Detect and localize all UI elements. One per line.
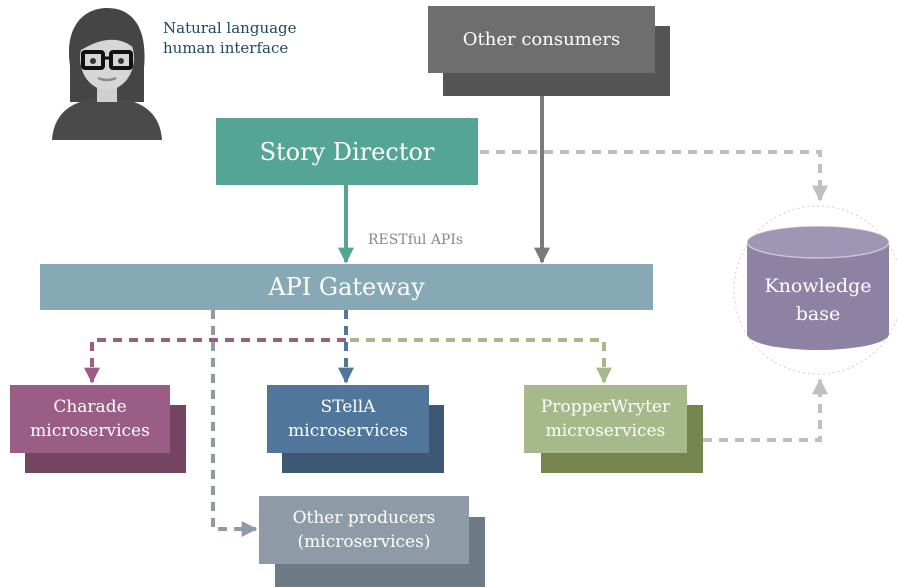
person-with-glasses-icon xyxy=(50,6,165,140)
restful-apis-label: RESTful APIs xyxy=(368,232,464,248)
charade-label-line2: microservices xyxy=(30,421,150,441)
stella-box[interactable]: STellA microservices xyxy=(267,385,429,453)
edge-gateway-to-charade xyxy=(84,338,346,384)
other-producers-label-line2: (microservices) xyxy=(297,532,431,552)
knowledge-base-line2: base xyxy=(795,303,841,325)
edge-story-director-to-knowledge-base xyxy=(480,150,828,202)
knowledge-base-ring xyxy=(733,205,897,375)
knowledge-base-line1: Knowledge xyxy=(764,275,872,297)
edge-gateway-to-propperwryter xyxy=(350,338,612,384)
knowledge-base-cylinder[interactable]: Knowledge base xyxy=(733,200,897,380)
persona-label-line1: Natural language xyxy=(163,19,297,37)
stella-label-line2: microservices xyxy=(288,421,408,441)
stella-label-line1: STellA xyxy=(320,397,376,417)
charade-box[interactable]: Charade microservices xyxy=(10,385,170,453)
persona-label: Natural language human interface xyxy=(163,18,297,58)
story-director-box[interactable]: Story Director xyxy=(216,118,478,185)
edge-gateway-to-other-producers xyxy=(211,310,258,537)
other-producers-label-line1: Other producers xyxy=(292,508,436,528)
propperwryter-box[interactable]: PropperWryter microservices xyxy=(524,385,687,453)
knowledge-base-label: Knowledge base xyxy=(733,272,897,328)
story-director-label: Story Director xyxy=(259,137,435,166)
other-consumers-label: Other consumers xyxy=(462,29,621,50)
other-producers-box[interactable]: Other producers (microservices) xyxy=(259,496,469,564)
api-gateway-box[interactable]: API Gateway xyxy=(40,264,653,310)
api-gateway-label: API Gateway xyxy=(268,273,425,301)
persona-label-line2: human interface xyxy=(163,39,289,57)
propperwryter-label-line1: PropperWryter xyxy=(540,397,671,417)
edge-propperwryter-to-knowledge-base xyxy=(703,378,828,442)
charade-label-line1: Charade xyxy=(53,397,127,417)
other-consumers-box[interactable]: Other consumers xyxy=(428,6,655,73)
propperwryter-label-line2: microservices xyxy=(545,421,666,441)
